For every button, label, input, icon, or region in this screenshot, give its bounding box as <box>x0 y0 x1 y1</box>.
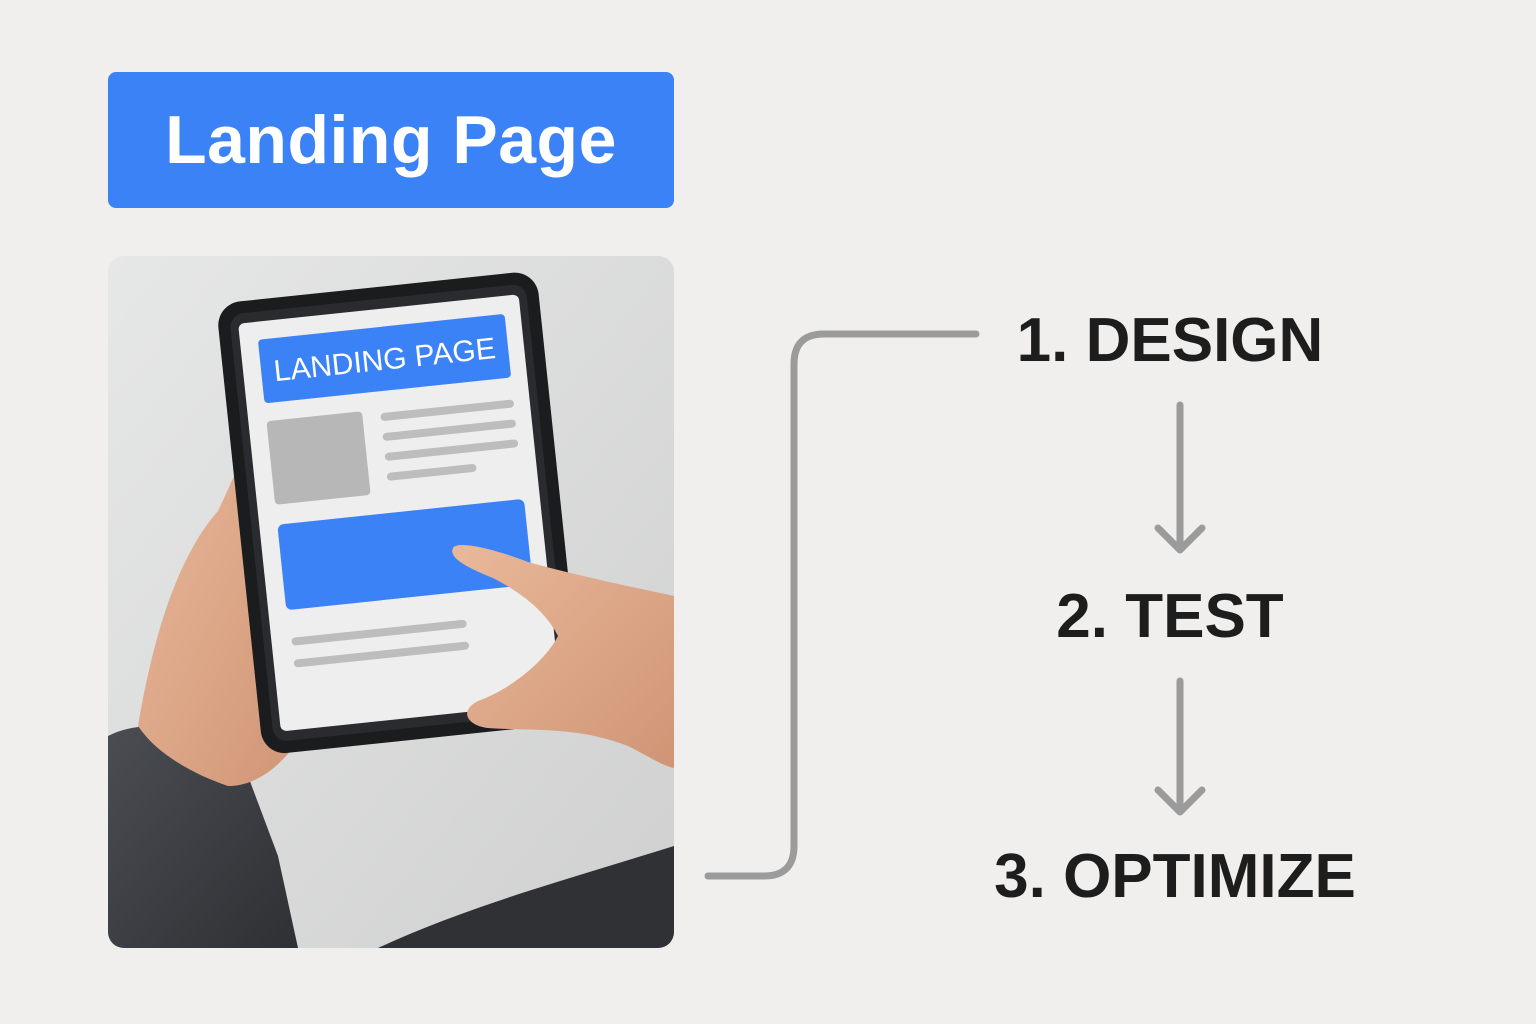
step-test: 2. TEST <box>1056 582 1284 651</box>
bracket-connector-icon <box>704 330 980 880</box>
step-design: 1. DESIGN <box>1016 306 1324 375</box>
arrow-down-icon <box>1154 401 1206 554</box>
arrow-down-icon <box>1154 677 1206 816</box>
page-title: Landing Page <box>108 72 674 208</box>
tablet-illustration: LANDING PAGE <box>108 256 674 948</box>
step-optimize: 3. OPTIMIZE <box>994 842 1356 911</box>
